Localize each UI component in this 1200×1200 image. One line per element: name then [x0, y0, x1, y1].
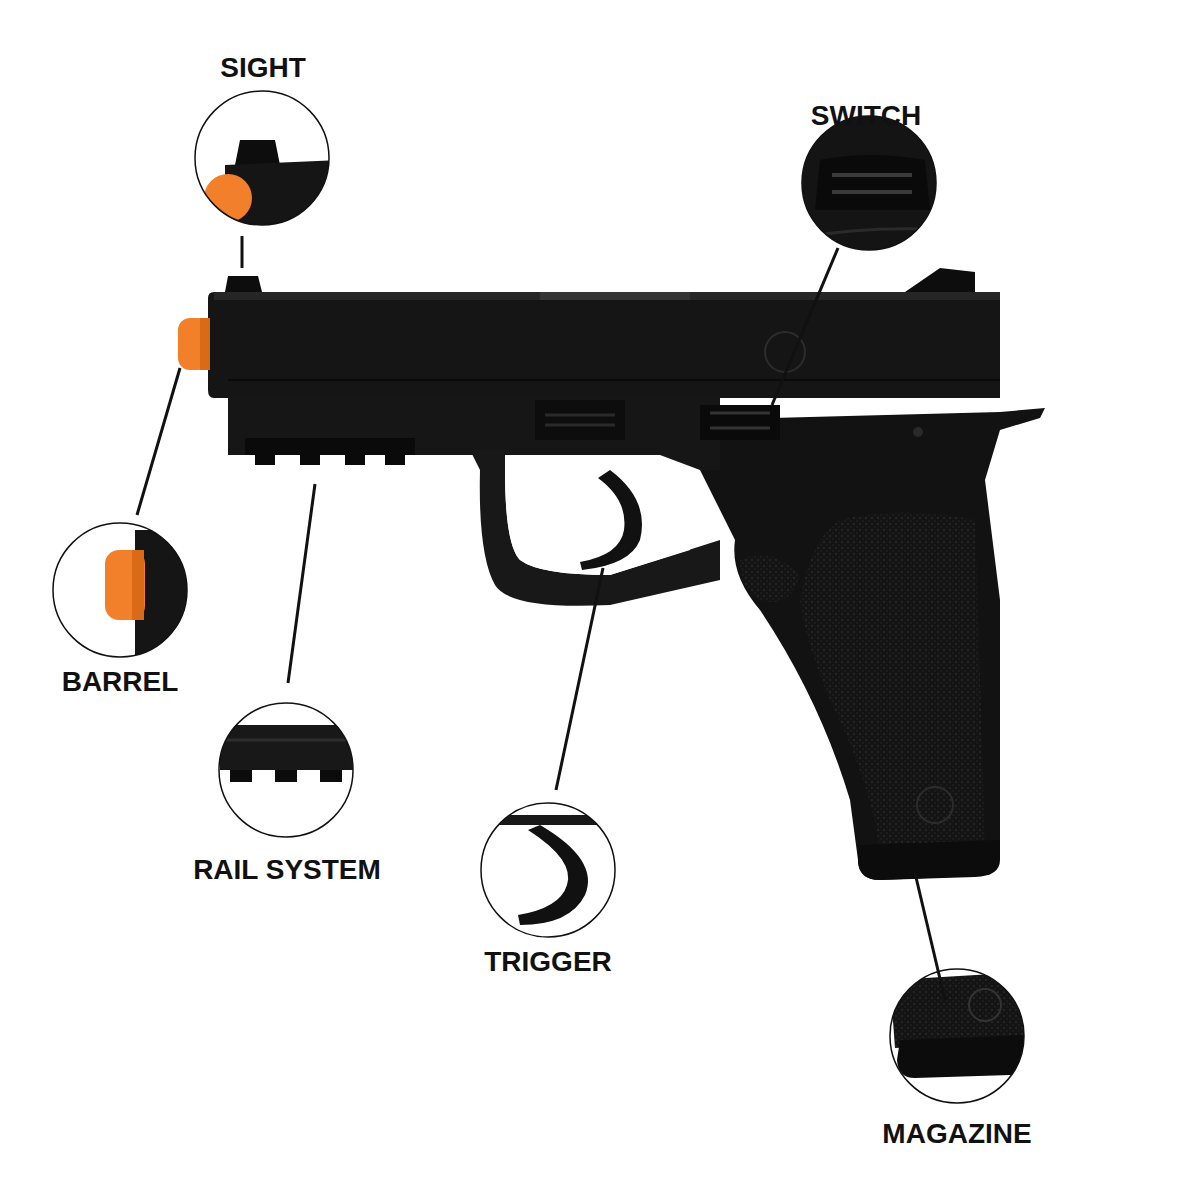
leader-lines [137, 236, 945, 1000]
part-label: SWITCH [811, 101, 921, 132]
detail-magazine [875, 955, 1040, 1115]
detail-rail [205, 690, 370, 850]
part-label: SIGHT [220, 53, 306, 84]
part-label: RAIL SYSTEM [193, 855, 381, 886]
part-label: BARREL [62, 667, 179, 698]
detail-trigger [465, 790, 630, 950]
part-label: TRIGGER [484, 947, 612, 978]
detail-barrel [40, 510, 200, 670]
pistol [178, 268, 1045, 880]
detail-sight [180, 80, 350, 240]
part-label: MAGAZINE [882, 1119, 1031, 1150]
